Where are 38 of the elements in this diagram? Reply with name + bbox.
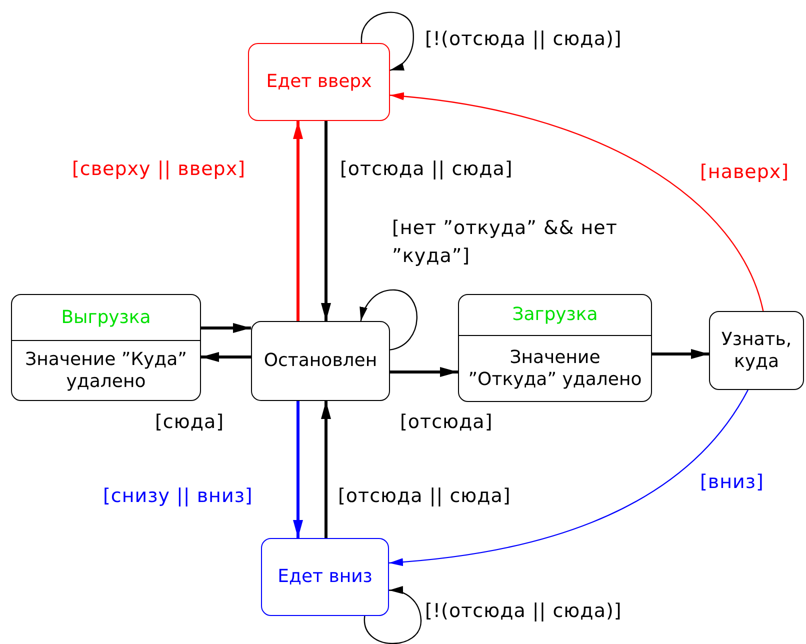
arrow [360,289,418,350]
state-title: Выгрузка [61,306,151,328]
arrow [364,586,422,644]
edge-label: [нет ”откуда” && нет ”куда”] [392,216,618,269]
arrow [652,349,709,359]
state-box [11,294,201,401]
arrow [293,121,303,321]
arrow [321,121,331,321]
state-box [458,294,652,402]
edge-label: [сверху || вверх] [72,157,246,182]
state-text: Узнать, куда [720,328,793,372]
arrow [321,401,331,538]
state-box [709,311,804,390]
arrow [390,367,458,377]
arrow [293,401,303,538]
state-box [251,321,390,401]
edge-label: [сюда] [155,410,224,435]
edge-label: [!(отсюда || сюда)] [425,27,622,52]
state-text: Едет вверх [266,71,372,93]
edge-label: [отсюда] [400,410,493,435]
arrow [361,12,414,71]
arrow [388,390,748,566]
edge-label: [снизу || вниз] [103,484,253,509]
state-box [261,538,389,616]
arrow [201,352,251,362]
state-text: Остановлен [264,350,378,372]
state-text: Значение ”Откуда” удалено [467,346,643,390]
state-text: Значение ”Куда” удалено [24,348,188,392]
edge-label: [отсюда || сюда] [340,157,513,182]
state-box [248,43,390,121]
edge-label: [отсюда || сюда] [338,484,511,509]
edge-label: [вниз] [700,470,764,495]
edge-label: [!(отсюда || сюда)] [425,599,622,624]
edge-label: [наверх] [700,160,790,185]
state-text: Едет вниз [278,566,372,588]
arrow [390,92,764,312]
arrow [201,323,251,333]
state-title: Загрузка [512,304,598,326]
